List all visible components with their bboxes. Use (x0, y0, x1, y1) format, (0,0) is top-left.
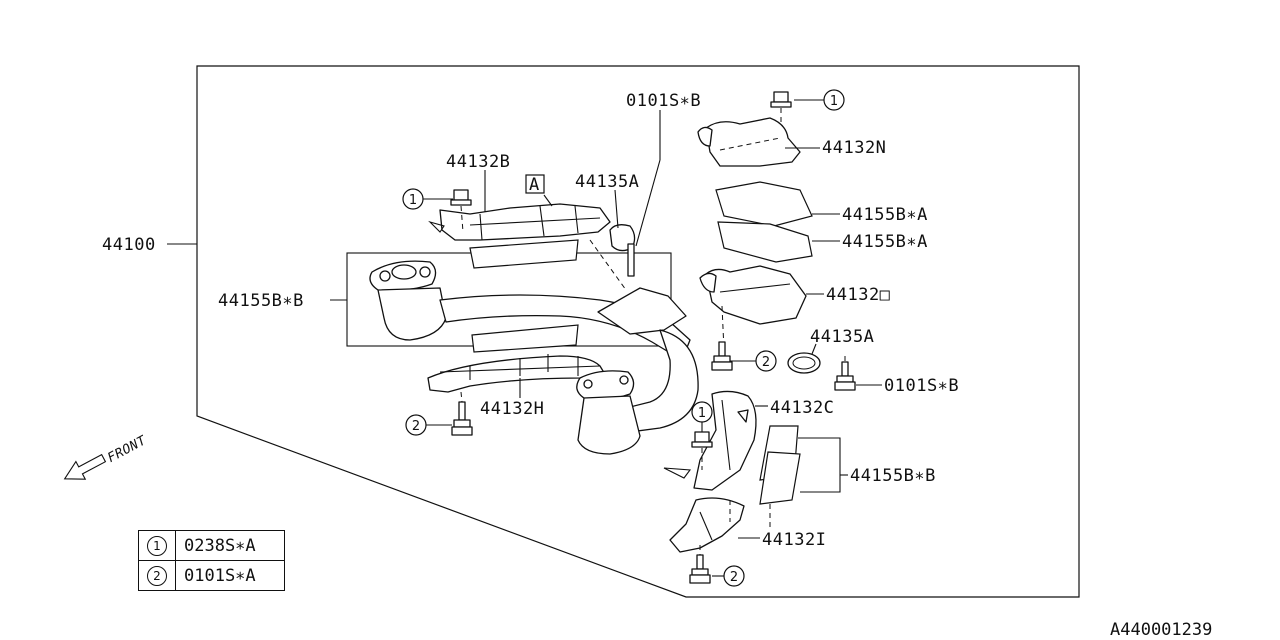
front-arrow-icon: FRONT (63, 433, 150, 480)
svg-text:2: 2 (730, 570, 738, 585)
exhaust-pipe-rear (576, 370, 641, 455)
clamp-44135a-upper (609, 224, 636, 277)
bolt-icon (451, 401, 473, 436)
insulator-44155b-a-1 (715, 181, 813, 227)
figure-id: A440001239 (1110, 620, 1213, 640)
bolt-icon (689, 554, 711, 584)
label-44155b-a-2: 44155B∗A (842, 232, 928, 252)
label-0101s-b-upper: 0101S∗B (626, 91, 701, 111)
ref-a: A (529, 175, 540, 195)
cover-44132i (669, 497, 745, 553)
cover-44132c (663, 390, 757, 491)
cover-44132n (697, 117, 801, 167)
label-44132h: 44132H (480, 399, 544, 419)
label-0101s-b-lower: 0101S∗B (884, 376, 959, 396)
legend-row: 2 0101S∗A (138, 560, 285, 591)
front-label: FRONT (105, 433, 149, 466)
legend-row: 1 0238S∗A (138, 530, 285, 561)
insulator-44155b-a-2 (717, 221, 813, 263)
cover-44132h (427, 354, 607, 393)
insulator-44155b-b-right-2 (759, 451, 801, 505)
svg-text:2: 2 (412, 419, 420, 434)
legend-part-1: 0238S∗A (175, 530, 285, 561)
insulator-strip-lower (471, 324, 579, 353)
label-44132n: 44132N (822, 138, 886, 158)
cover-44132o (699, 265, 807, 325)
insulator-strip-upper (469, 239, 579, 269)
nut-icon (691, 431, 713, 448)
label-44135a-lower: 44135A (810, 327, 874, 347)
clamp-44135a-lower (787, 352, 821, 374)
bolt-icon (711, 341, 733, 371)
assembly-frame (196, 65, 1080, 598)
label-44155b-a-1: 44155B∗A (842, 205, 928, 225)
nut-icon (770, 91, 792, 108)
nut-icon (450, 189, 472, 206)
ref-a-box (525, 174, 545, 194)
exhaust-pipe-front (369, 260, 699, 433)
svg-text:2: 2 (762, 355, 770, 370)
bolt-icon (834, 361, 856, 391)
label-44155b-b-right: 44155B∗B (850, 466, 936, 486)
svg-text:1: 1 (830, 94, 838, 109)
label-44100: 44100 (102, 235, 156, 255)
legend-table: 1 0238S∗A 2 0101S∗A (138, 530, 285, 591)
cover-44132b (428, 203, 611, 241)
legend-key-2: 2 (147, 566, 167, 586)
svg-text:1: 1 (698, 406, 706, 421)
label-44132i: 44132I (762, 530, 826, 550)
label-44132o: 44132□ (826, 285, 891, 305)
svg-text:1: 1 (409, 193, 417, 208)
legend-key-1: 1 (147, 536, 167, 556)
label-44135a-upper: 44135A (575, 172, 639, 192)
label-44155b-b-left: 44155B∗B (218, 291, 304, 311)
label-44132c: 44132C (770, 398, 834, 418)
legend-part-2: 0101S∗A (175, 560, 285, 591)
label-44132b: 44132B (446, 152, 510, 172)
